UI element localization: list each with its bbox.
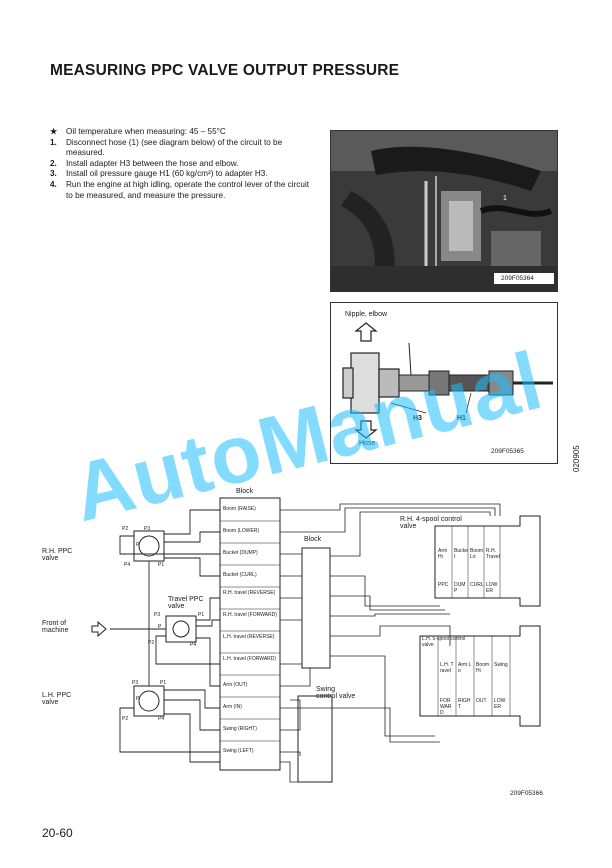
circuit-caption: 209F05366 (510, 790, 543, 797)
block-row: R.H. travel (REVERSE) (223, 590, 276, 596)
spool-label: OUT (476, 698, 487, 704)
port-label: P4 (190, 642, 197, 648)
adapter-figure: Nipple, elbow Hose H3 H1 209F05365 (330, 302, 558, 464)
spool-label: Arm Hi (438, 548, 448, 560)
block-row: L.H. travel (FORWARD) (223, 656, 277, 662)
spool-label: Bucket (454, 548, 468, 560)
port-label: P4 (158, 716, 165, 722)
adapter-caption: 209F05365 (491, 448, 524, 455)
lh-ppc-label: L.H. PPC valve (42, 692, 72, 706)
hose-photo-graphic (331, 131, 557, 291)
port-label: P1 (198, 612, 205, 618)
block-row: Boom (LOWER) (223, 528, 260, 534)
spool-label: RIGHT (458, 698, 471, 710)
front-label: Front of machine (42, 620, 69, 634)
hose-photo: 1 209F05364 (330, 130, 558, 292)
spool-label: Swing (494, 662, 508, 668)
block-row: L.H. travel (REVERSE) (223, 634, 275, 640)
block-row: Bucket (DUMP) (223, 550, 258, 556)
procedure-steps: ★Oil temperature when measuring: 45 – 55… (50, 127, 312, 201)
block2-label: Block (304, 536, 322, 543)
spool-label: FORWARD (440, 698, 452, 716)
block-row: Arm (OUT) (223, 682, 248, 688)
page-title: MEASURING PPC VALVE OUTPUT PRESSURE (50, 62, 400, 79)
port-label: P3 (144, 526, 151, 532)
block-row: Swing (RIGHT) (223, 726, 257, 732)
nipple-label: Nipple, elbow (345, 311, 388, 318)
port-label: P (158, 624, 162, 630)
block-row: Arm (IN) (223, 704, 242, 710)
travel-ppc-label: Travel PPC valve (168, 596, 204, 610)
port-label: P3 (132, 680, 139, 686)
spool-label: Boom Hi (476, 662, 490, 674)
block-row: Bucket (CURL) (223, 572, 257, 578)
adapter-graphic (342, 322, 553, 439)
port-label: P3 (154, 612, 161, 618)
port-label: P4 (124, 562, 131, 568)
circuit-lines (91, 497, 541, 783)
block-row: Swing (LEFT) (223, 748, 254, 754)
spool-label: R.H. Travel (486, 548, 500, 560)
spool-label: CURL (470, 582, 484, 588)
photo-caption: 209F05364 (501, 275, 534, 282)
h3-label: H3 (413, 415, 422, 422)
step-4: 4.Run the engine at high idling, operate… (50, 179, 310, 200)
port-label: P2 (122, 716, 129, 722)
block-row: R.H. travel (FORWARD) (223, 612, 277, 618)
swing-valve-label: Swing control valve (316, 686, 356, 700)
ppc-circuit-diagram: Block Block Boom (RAISE) Boom (LOWER) Bu… (40, 486, 580, 806)
spool-label: Arm Lo (458, 662, 472, 674)
step-3: 3.Install oil pressure gauge H1 (60 kg/c… (50, 169, 268, 179)
block-row: Boom (RAISE) (223, 506, 256, 512)
spool-label: LOWER (494, 698, 506, 710)
spool-label: PPC (438, 582, 449, 588)
spool-label: LOWER (486, 582, 498, 594)
side-code: 020905 (572, 445, 581, 472)
port-label: P1 (160, 680, 167, 686)
port-label: P (136, 542, 140, 548)
port-label: P1 (158, 562, 165, 568)
step-2: 2.Install adapter H3 between the hose an… (50, 158, 239, 168)
page-number: 20-60 (42, 826, 73, 840)
port-label: P2 (148, 640, 155, 646)
hose-label: Hose (359, 440, 376, 447)
spool-label: L.H. Travel (440, 662, 454, 674)
rh4-label: R.H. 4-spool control valve (400, 516, 462, 530)
rh-ppc-label: R.H. PPC valve (42, 548, 73, 562)
spool-label: DUMP (454, 582, 466, 594)
h1-label: H1 (457, 415, 466, 422)
spool-label: Boom Lo (470, 548, 484, 560)
step-1: 1.Disconnect hose (1) (see diagram below… (50, 137, 283, 158)
port-label: P (136, 696, 140, 702)
block-label: Block (236, 488, 254, 495)
hose-label-1: 1 (503, 195, 507, 202)
port-label: P2 (122, 526, 129, 532)
lh5-label: L.H. 5-spool control valve (422, 636, 466, 648)
step-note: ★Oil temperature when measuring: 45 – 55… (50, 127, 226, 136)
